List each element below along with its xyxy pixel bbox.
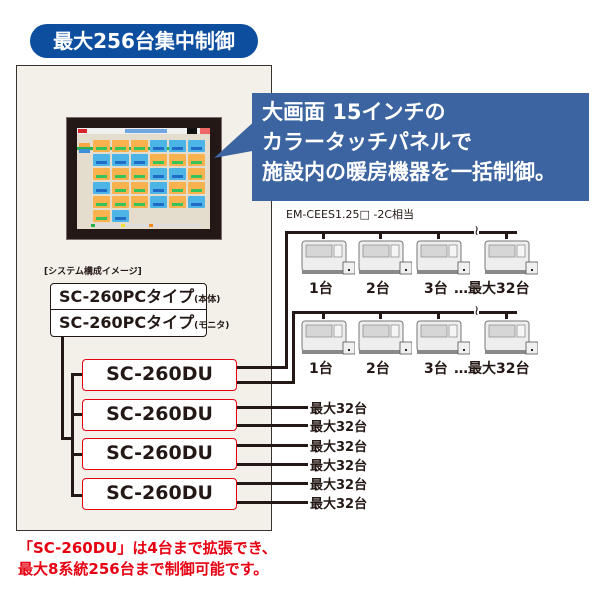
heater-unit-icon (358, 320, 412, 355)
heater-tile (131, 154, 148, 166)
unit-count-label: 3台 (424, 281, 448, 297)
connector-line (71, 373, 74, 497)
heater-tile (112, 154, 129, 166)
heater-tile (150, 168, 167, 180)
heater-tile (131, 182, 148, 194)
bus-line (237, 406, 308, 409)
heater-tile (150, 154, 167, 166)
callout-line: カラータッチパネルで (262, 130, 472, 154)
heater-tile (131, 196, 148, 208)
monitor-screen (77, 128, 210, 229)
heater-tile (169, 168, 186, 180)
clock-display (187, 128, 197, 134)
heater-tile (93, 182, 110, 194)
heater-tile (112, 168, 129, 180)
brand-logo-icon (78, 129, 87, 133)
heater-tile (112, 210, 129, 222)
heater-tile (169, 182, 186, 194)
connector-line (61, 337, 64, 439)
pc-type-box: SC-260PCタイプ(本体) SC-260PCタイプ(モニタ) (50, 283, 230, 337)
heater-tile (188, 154, 205, 166)
bus-line (237, 366, 288, 369)
heater-tile (131, 168, 148, 180)
heater-tile (169, 140, 186, 152)
heater-tile (150, 182, 167, 194)
du-unit-box: SC-260DU (82, 399, 237, 431)
unit-count-label: 2台 (366, 361, 390, 377)
max-units-label: 最大32台 (310, 402, 368, 417)
heater-unit-icon (358, 240, 412, 275)
heater-tile (169, 196, 186, 208)
heater-unit-icon (416, 320, 470, 355)
pc-type-main: SC-260PCタイプ(本体) (51, 284, 220, 310)
heater-unit-icon (484, 240, 538, 275)
heater-tile (112, 196, 129, 208)
heater-tile (93, 154, 110, 166)
screen-titlebar (77, 128, 210, 134)
callout-line: 施設内の暖房機器を一括制御。 (262, 160, 556, 184)
heater-tile (93, 168, 110, 180)
heater-tile (150, 196, 167, 208)
du-unit-box: SC-260DU (82, 359, 237, 391)
callout-pointer-icon (214, 118, 258, 158)
max-units-label: 最大32台 (310, 440, 368, 455)
du-unit-box: SC-260DU (82, 478, 237, 510)
heater-unit-icon (301, 320, 355, 355)
pc-type-monitor: SC-260PCタイプ(モニタ) (59, 313, 230, 332)
heater-tile (188, 140, 205, 152)
connector-line (61, 437, 73, 440)
break-mark-icon: ≀ (474, 222, 480, 240)
heater-tile (188, 196, 205, 208)
unit-count-label: 1台 (309, 361, 333, 377)
unit-count-label: …最大32台 (454, 281, 530, 297)
bus-line (237, 381, 295, 384)
heater-tile-grid (93, 140, 209, 222)
max-units-label: 最大32台 (310, 459, 368, 474)
unit-count-label: …最大32台 (454, 361, 530, 377)
unit-count-label: 1台 (309, 281, 333, 297)
heater-tile (169, 154, 186, 166)
break-mark-icon: ≀ (474, 302, 480, 320)
heater-tile (112, 140, 129, 152)
heater-unit-icon (484, 320, 538, 355)
stop-button-icon (200, 128, 210, 134)
expansion-note: 「SC-260DU」は4台まで拡張でき、 最大8系統256台まで制御可能です。 (18, 539, 277, 578)
heater-tile (93, 196, 110, 208)
heater-tile (150, 140, 167, 152)
heater-tile (131, 140, 148, 152)
heater-tile (188, 168, 205, 180)
feature-callout: 大画面 15インチの カラータッチパネルで 施設内の暖房機器を一括制御。 (252, 93, 589, 201)
max-units-label: 最大32台 (310, 420, 368, 435)
screen-legend (91, 224, 201, 227)
heater-tile (188, 182, 205, 194)
du-unit-box: SC-260DU (82, 438, 237, 470)
screen-tabs (77, 135, 182, 150)
header-title: 最大256台集中制御 (30, 24, 258, 58)
screen-side-button (79, 143, 90, 147)
heater-tile (93, 140, 110, 152)
unit-count-label: 3台 (424, 361, 448, 377)
screen-side-button (79, 149, 90, 153)
callout-line: 大画面 15インチの (262, 100, 446, 124)
unit-count-label: 2台 (366, 281, 390, 297)
max-units-label: 最大32台 (310, 497, 368, 512)
heater-unit-icon (301, 240, 355, 275)
max-units-label: 最大32台 (310, 478, 368, 493)
section-label: [システム構成イメージ] (44, 267, 142, 277)
heater-tile (93, 210, 110, 222)
cable-spec-label: EM-CEES1.25□ -2C相当 (286, 208, 415, 221)
heater-unit-icon (416, 240, 470, 275)
heater-tile (112, 182, 129, 194)
